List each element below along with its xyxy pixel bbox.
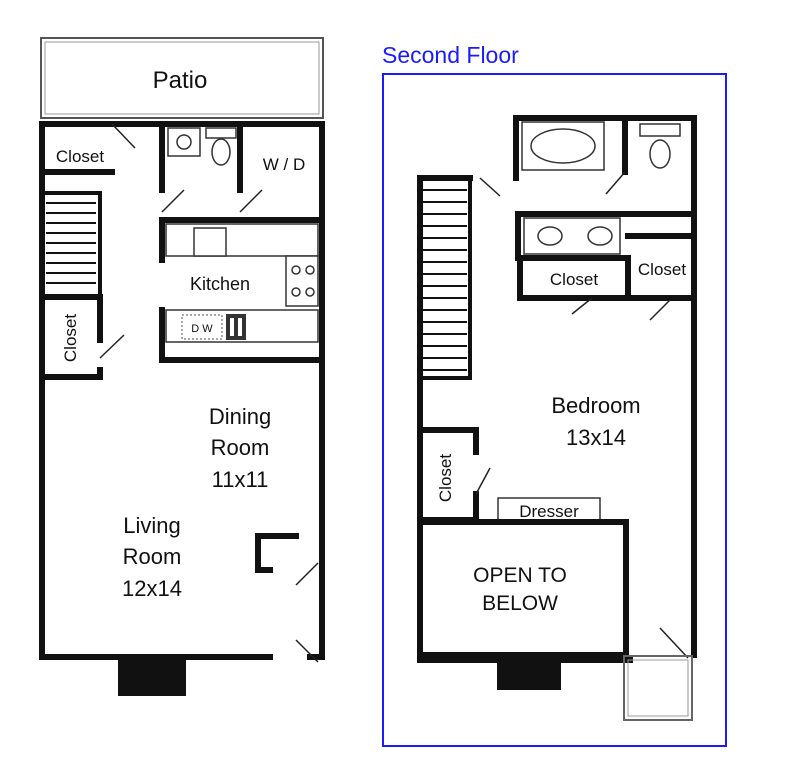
closet-side-label: Closet (61, 314, 80, 362)
balcony (623, 655, 693, 721)
fireplace-first-floor (118, 660, 186, 696)
bedroom-label: Bedroom (551, 393, 640, 418)
dining-room-label-2: Room (211, 435, 270, 460)
patio-area (40, 37, 324, 119)
stove-fixture (285, 255, 319, 307)
dining-room-label: Dining (209, 404, 271, 429)
dishwasher-fixture (181, 314, 223, 340)
dresser-label: Dresser (519, 502, 579, 521)
closet-b-label: Closet (638, 260, 686, 279)
patio-label: Patio (153, 67, 208, 94)
kitchen-sink-fixture (226, 314, 246, 340)
toilet-fixture-2 (649, 139, 671, 169)
living-room-label-2: Room (123, 544, 182, 569)
stairs-first-floor (40, 191, 102, 299)
living-room-size: 12x14 (122, 576, 182, 601)
living-room-label: Living (123, 513, 180, 538)
open-to-below-label: OPEN TO (473, 564, 567, 587)
bedroom-size: 13x14 (566, 425, 626, 450)
dw-label: D W (191, 323, 213, 335)
stairs-second-floor (418, 176, 472, 380)
first-floor-outer-wall (39, 121, 325, 660)
second-floor-frame (382, 73, 727, 747)
dresser-fixture (497, 497, 601, 523)
closet-side-label-2: Closet (436, 454, 455, 502)
second-floor-title: Second Floor (382, 42, 519, 68)
dining-room-size: 11x11 (212, 467, 269, 492)
fireplace-second-floor (497, 658, 561, 690)
closet-top-label: Closet (56, 147, 104, 166)
second-floor-outer-wall (417, 115, 697, 663)
kitchen-label: Kitchen (190, 274, 250, 294)
second-floor-plan: Second Floor (382, 42, 727, 747)
toilet-fixture (211, 138, 231, 166)
open-to-below-label-2: BELOW (482, 592, 558, 615)
first-floor-plan: Patio Closet W / D Kitchen D W Closet Di… (39, 37, 325, 696)
wd-label: W / D (263, 155, 306, 174)
closet-a-label: Closet (550, 270, 598, 289)
